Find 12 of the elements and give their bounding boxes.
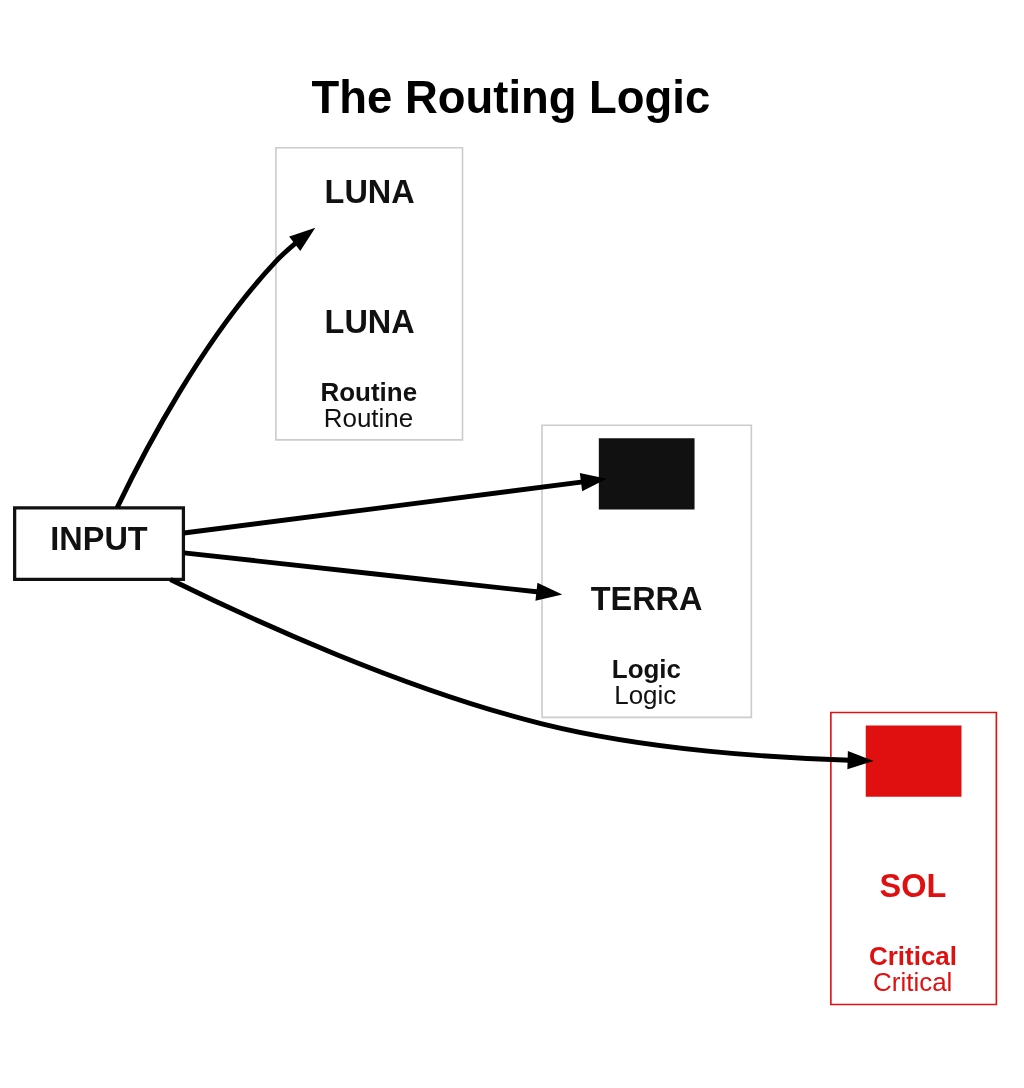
node-text: SOL <box>879 867 947 904</box>
node-box <box>865 724 962 797</box>
arrow <box>169 576 874 769</box>
arrow <box>115 227 316 509</box>
arrow <box>183 549 563 601</box>
arrow <box>183 472 607 535</box>
node-box: INPUT <box>13 505 186 581</box>
node-text: TERRA <box>590 580 703 617</box>
node-box <box>598 437 695 510</box>
node-text: LUNA <box>324 303 415 340</box>
diagram-title: The Routing Logic <box>311 71 711 123</box>
node-text: LUNA <box>324 173 415 210</box>
